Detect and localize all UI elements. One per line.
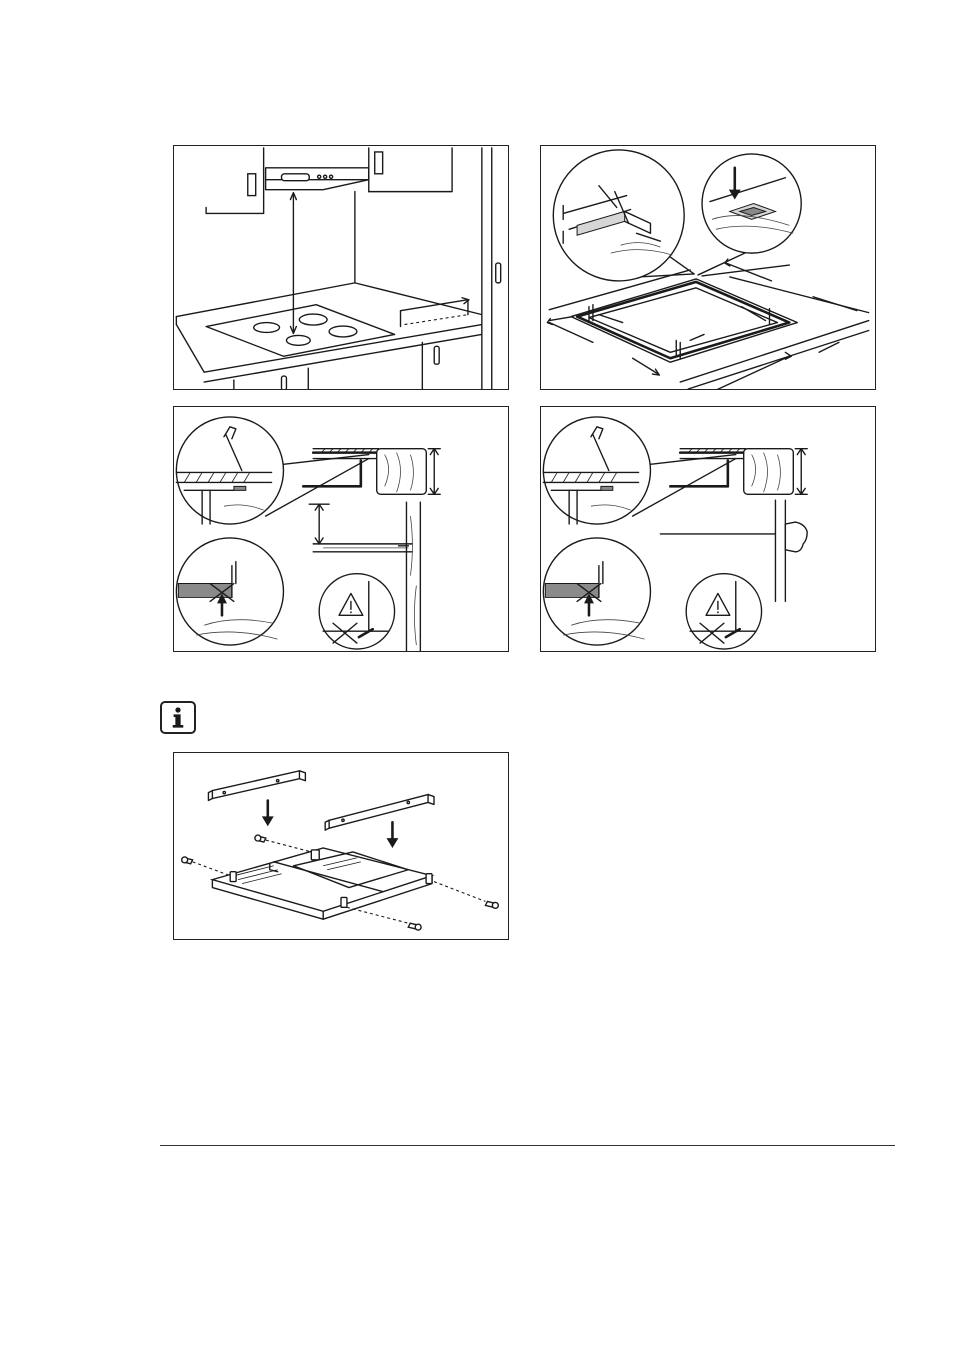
seal-door-drawing: [541, 407, 875, 651]
seal-drawer-drawing: [174, 407, 508, 651]
figure-protection-box: [173, 752, 509, 940]
figure-seal-drawer: [173, 406, 509, 652]
info-icon: [160, 701, 196, 734]
figure-hood-clearance: [173, 145, 509, 390]
arrow-down-icon: [387, 838, 399, 848]
figure-cutout-gasket: [540, 145, 876, 390]
screw: [255, 835, 266, 842]
protection-box-drawing: [174, 753, 508, 939]
hood-clearance-drawing: [174, 146, 508, 389]
arrow-down-icon: [262, 816, 274, 826]
screw: [408, 923, 421, 930]
figure-seal-door: [540, 406, 876, 652]
screw: [485, 901, 498, 908]
footer-divider: [160, 1145, 895, 1146]
screw: [182, 857, 193, 864]
cutout-gasket-drawing: [541, 146, 875, 389]
